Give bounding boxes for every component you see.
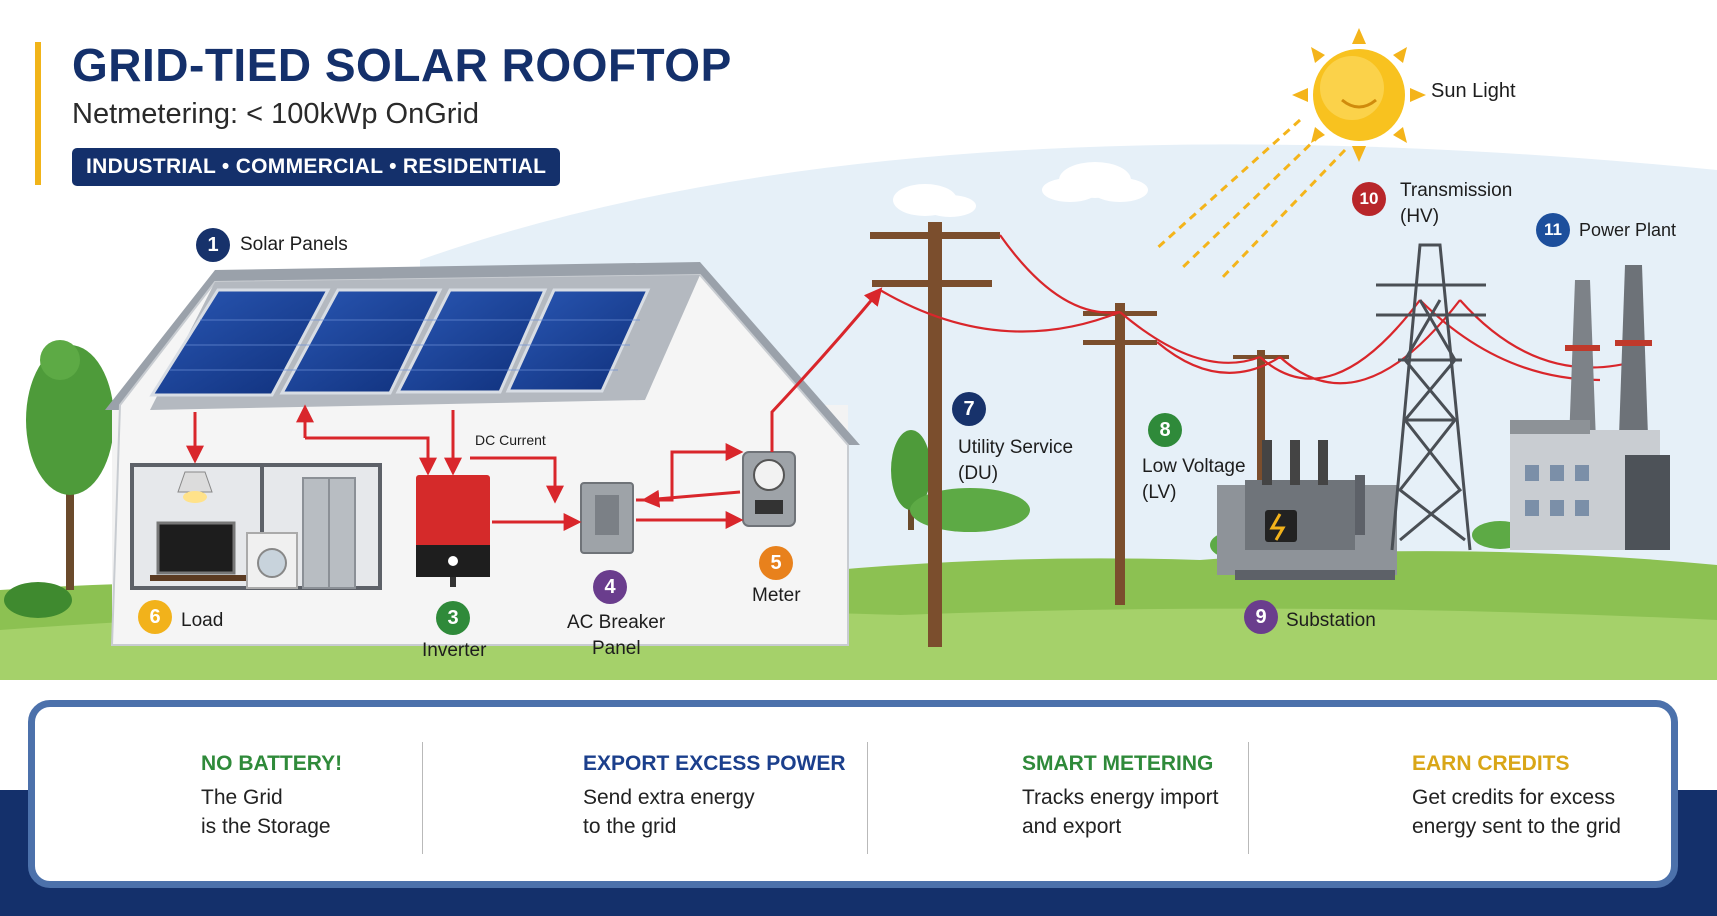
divider xyxy=(1248,742,1249,854)
inverter xyxy=(416,475,490,587)
feature-credits-title: EARN CREDITS xyxy=(1412,752,1570,775)
label-load: Load xyxy=(181,610,224,631)
label-ac-breaker: AC Breaker xyxy=(567,612,666,633)
substation xyxy=(1217,440,1397,580)
label-solar-panels: Solar Panels xyxy=(240,234,348,255)
sun-rays xyxy=(1153,118,1347,282)
label-inverter: Inverter xyxy=(422,640,487,661)
sun-light-label: Sun Light xyxy=(1431,80,1516,102)
label-power-plant: Power Plant xyxy=(1579,220,1677,240)
badge-inverter: 3 xyxy=(436,601,470,635)
page-title: GRID-TIED SOLAR ROOFTOP xyxy=(72,39,732,91)
badge-solar-panels: 1 xyxy=(196,228,230,262)
power-lines xyxy=(879,234,1641,385)
wiring xyxy=(186,287,883,531)
divider xyxy=(867,742,868,854)
badge-low-voltage: 8 xyxy=(1148,413,1182,447)
feature-no-battery-line2: is the Storage xyxy=(201,815,331,838)
meter xyxy=(742,451,796,527)
badge-power-plant: 11 xyxy=(1536,213,1570,247)
transmission-tower xyxy=(1376,243,1486,551)
feature-metering-line2: and export xyxy=(1022,815,1122,838)
tree-left xyxy=(4,340,114,618)
feature-metering-line1: Tracks energy import xyxy=(1022,786,1219,809)
feature-credits-line2: energy sent to the grid xyxy=(1412,815,1621,838)
badge-load: 6 xyxy=(138,600,172,634)
label-utility-service-2: (DU) xyxy=(958,463,999,484)
title-accent-bar xyxy=(35,42,41,185)
feature-export-title: EXPORT EXCESS POWER xyxy=(583,752,846,775)
power-plant xyxy=(1510,265,1670,550)
badge-meter: 5 xyxy=(759,546,793,580)
features-panel: NO BATTERY! The Grid is the Storage EXPO… xyxy=(28,700,1678,888)
badge-utility-service: 7 xyxy=(952,392,986,426)
feature-credits-line1: Get credits for excess xyxy=(1412,786,1616,809)
load-appliances xyxy=(150,471,356,589)
badge-substation: 9 xyxy=(1244,600,1278,634)
sector-badge: INDUSTRIAL • COMMERCIAL • RESIDENTIAL xyxy=(72,148,561,186)
cloud xyxy=(893,162,1148,217)
feature-no-battery-line1: The Grid xyxy=(201,786,283,809)
label-transmission: Transmission xyxy=(1400,180,1513,201)
badge-transmission: 10 xyxy=(1352,182,1386,216)
feature-export-line2: to the grid xyxy=(583,815,677,838)
solar-panel-array xyxy=(149,288,651,397)
badge-ac-breaker: 4 xyxy=(593,570,627,604)
ac-breaker-panel xyxy=(580,482,634,554)
dc-current-label: DC Current xyxy=(475,432,546,448)
label-low-voltage-2: (LV) xyxy=(1142,482,1177,503)
feature-no-battery-title: NO BATTERY! xyxy=(201,752,343,775)
page-subtitle: Netmetering: < 100kWp OnGrid xyxy=(72,98,479,130)
label-low-voltage: Low Voltage xyxy=(1142,456,1246,477)
feature-export-line1: Send extra energy xyxy=(583,786,755,809)
divider xyxy=(422,742,423,854)
label-ac-breaker-2: Panel xyxy=(592,638,641,659)
label-substation: Substation xyxy=(1286,610,1376,631)
label-transmission-2: (HV) xyxy=(1400,206,1440,227)
label-utility-service: Utility Service xyxy=(958,437,1074,458)
sun-icon xyxy=(1292,28,1426,162)
label-meter: Meter xyxy=(752,585,801,606)
feature-metering-title: SMART METERING xyxy=(1022,752,1214,775)
